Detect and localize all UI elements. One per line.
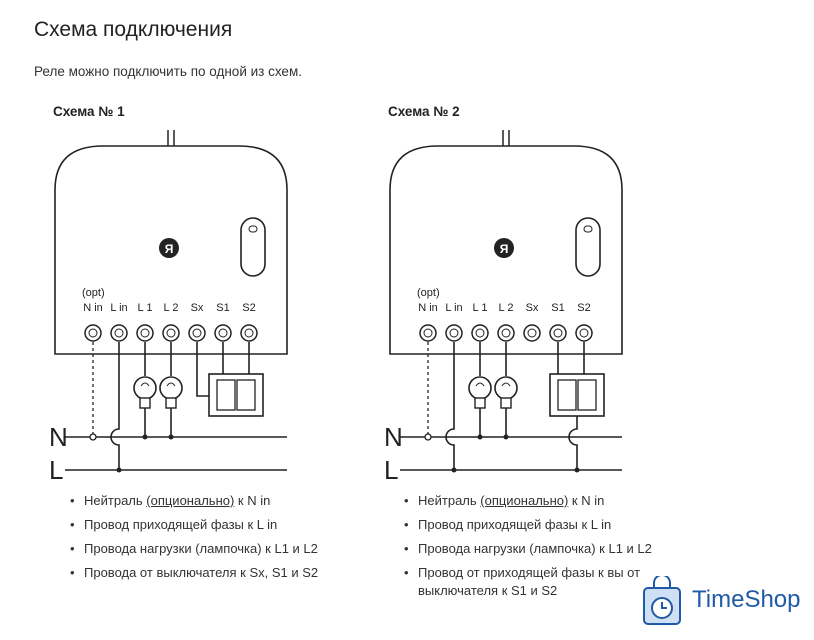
terminal-label: S2 — [577, 302, 590, 314]
bus-n-label: N — [384, 422, 403, 452]
terminal-label: S1 — [551, 302, 564, 314]
opt-label: (opt) — [82, 287, 105, 299]
lamp-base — [165, 397, 177, 409]
bullet-item: Провода нагрузки (лампочка) к L1 и L2 — [400, 540, 662, 558]
terminal-label: S1 — [216, 302, 229, 314]
page-title: Схема подключения — [34, 18, 233, 41]
opt-label: (opt) — [417, 287, 440, 299]
switch-key — [577, 379, 597, 411]
n-junction — [424, 433, 432, 441]
schema-1-title: Схема № 1 — [53, 104, 125, 119]
yandex-logo-char: Я — [500, 242, 509, 256]
terminal-screw-inner — [423, 328, 433, 338]
lamp-base — [500, 397, 512, 409]
button-indicator — [583, 225, 593, 233]
relay-button — [575, 217, 601, 277]
switch-key — [216, 379, 236, 411]
bullet-item: Нейтраль (опционально) к N in — [400, 492, 662, 510]
button-indicator — [248, 225, 258, 233]
bullet-item: Нейтраль (опционально) к N in — [66, 492, 326, 510]
l-in-wire — [445, 342, 455, 470]
bullet-item: Провода нагрузки (лампочка) к L1 и L2 — [66, 540, 326, 558]
watermark-text: TimeShop — [692, 586, 801, 613]
terminal-label: L 1 — [138, 302, 153, 314]
lamp-base — [474, 397, 486, 409]
lamp-junction — [168, 434, 174, 440]
terminal-screw-inner — [449, 328, 459, 338]
terminal-label: N in — [83, 302, 103, 314]
terminal-screw-inner — [114, 328, 124, 338]
lamp-filament — [166, 382, 176, 387]
bus-l-label: L — [49, 455, 63, 485]
lamp-icon — [494, 376, 518, 400]
terminal-label: L in — [445, 302, 462, 314]
terminal-screw-inner — [140, 328, 150, 338]
l-in-wire — [110, 342, 120, 470]
terminal-label: L in — [110, 302, 127, 314]
lamp-base — [139, 397, 151, 409]
l-junction — [116, 467, 122, 473]
switch-l-wire — [568, 416, 578, 470]
schema-2-bullets: Нейтраль (опционально) к N in Провод при… — [400, 492, 662, 606]
yandex-logo-icon — [159, 238, 179, 258]
terminal-screw-inner — [88, 328, 98, 338]
timeshop-watermark: TimeShop — [640, 576, 810, 628]
schema-2-title: Схема № 2 — [388, 104, 460, 119]
bullet-item: Провод приходящей фазы к L in — [400, 516, 662, 534]
yandex-logo-char: Я — [165, 242, 174, 256]
terminal-screw-inner — [166, 328, 176, 338]
clock-bag-icon — [643, 576, 681, 625]
lamp-icon — [468, 376, 492, 400]
terminal-label: S2 — [242, 302, 255, 314]
sx-wire — [196, 342, 209, 397]
terminal-label: L 2 — [164, 302, 179, 314]
bullet-item: Провод от приходящей фазы к вы от выключ… — [400, 564, 662, 600]
terminal-label: L 2 — [499, 302, 514, 314]
terminal-screw-inner — [501, 328, 511, 338]
switch-key — [557, 379, 577, 411]
bullet-item: Провода от выключателя к Sx, S1 и S2 — [66, 564, 326, 582]
terminal-label: L 1 — [473, 302, 488, 314]
lamp-filament — [140, 382, 150, 387]
terminal-screw-inner — [244, 328, 254, 338]
bus-n-label: N — [49, 422, 68, 452]
schema-1-bullets: Нейтраль (опционально) к N in Провод при… — [66, 492, 326, 588]
relay-button — [240, 217, 266, 277]
bus-l-label: L — [384, 455, 398, 485]
terminal-screw-inner — [579, 328, 589, 338]
lamp-icon — [159, 376, 183, 400]
terminal-label: Sx — [191, 302, 204, 314]
terminal-screw-inner — [475, 328, 485, 338]
page-subtitle: Реле можно подключить по одной из схем. — [34, 64, 302, 79]
yandex-logo-icon — [494, 238, 514, 258]
lamp-junction — [477, 434, 483, 440]
terminal-screw-inner — [192, 328, 202, 338]
terminal-screw-inner — [527, 328, 537, 338]
switch-key — [236, 379, 256, 411]
lamp-filament — [501, 382, 511, 387]
lamp-icon — [133, 376, 157, 400]
lamp-filament — [475, 382, 485, 387]
lamp-junction — [503, 434, 509, 440]
bullet-item: Провод приходящей фазы к L in — [66, 516, 326, 534]
terminal-label: Sx — [526, 302, 539, 314]
l-junction — [451, 467, 457, 473]
terminal-label: N in — [418, 302, 438, 314]
terminal-screw-inner — [553, 328, 563, 338]
terminal-screw-inner — [218, 328, 228, 338]
switch-l-junction — [574, 467, 580, 473]
n-junction — [89, 433, 97, 441]
lamp-junction — [142, 434, 148, 440]
